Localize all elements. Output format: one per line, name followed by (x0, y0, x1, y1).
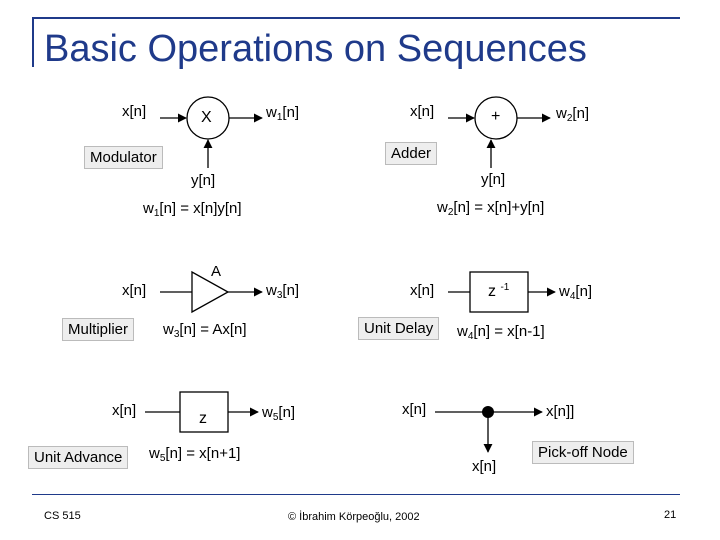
pickoff-name-box: Pick-off Node (532, 441, 634, 464)
adder-side-input-label: y[n] (481, 171, 506, 188)
modulator-symbol: X (201, 109, 212, 126)
footer-page-number: 21 (664, 509, 677, 521)
adder-name-box: Adder (385, 142, 438, 165)
multiplier-output-label: w3[n] (266, 282, 300, 301)
multiplier-triangle (191, 270, 230, 314)
unit-delay-diagram (448, 271, 556, 313)
unit-delay-equation: w4[n] = x[n-1] (452, 321, 550, 342)
multiplier-input-label: x[n] (122, 282, 147, 299)
multiplier-name-box: Multiplier (62, 318, 135, 341)
unit-advance-equation: w5[n] = x[n+1] (144, 443, 246, 464)
adder-diagram (448, 96, 551, 168)
unit-advance-name-box: Unit Advance (28, 446, 129, 469)
adder-input-label: x[n] (410, 103, 435, 120)
unit-advance-diagram (145, 391, 259, 433)
footer-copyright: © İbrahim Körpeoğlu, 2002 (288, 511, 420, 523)
unit-delay-output-label: w4[n] (559, 283, 593, 302)
modulator-diagram (160, 96, 263, 168)
pickoff-input-label: x[n] (402, 401, 427, 418)
unit-delay-name-box: Unit Delay (358, 317, 440, 340)
modulator-input-label: x[n] (122, 103, 147, 120)
modulator-equation: w1[n] = x[n]y[n] (143, 200, 242, 219)
unit-delay-input-label: x[n] (410, 282, 435, 299)
modulator-output-label: w1[n] (266, 104, 300, 123)
footer-line (32, 494, 680, 495)
footer-course: CS 515 (44, 510, 81, 522)
multiplier-equation: w3[n] = Ax[n] (163, 321, 247, 340)
adder-equation: w2[n] = x[n]+y[n] (437, 199, 545, 218)
modulator-side-input-label: y[n] (191, 172, 216, 189)
adder-output-label: w2[n] (556, 105, 590, 124)
pickoff-diagram (435, 406, 543, 453)
modulator-name-box: Modulator (84, 146, 163, 169)
frame-left-line (32, 17, 34, 67)
pickoff-right-output-label: x[n]] (546, 403, 575, 420)
multiplier-gain-label: A (211, 263, 222, 280)
frame-top-line (32, 17, 680, 19)
unit-advance-input-label: x[n] (112, 402, 137, 419)
pickoff-down-output-label: x[n] (472, 458, 497, 475)
multiplier-diagram (160, 270, 263, 314)
unit-advance-box (179, 391, 229, 433)
adder-symbol: + (491, 108, 501, 125)
unit-delay-symbol: z -1 (488, 282, 510, 300)
slide-title: Basic Operations on Sequences (44, 28, 587, 70)
unit-advance-symbol: z (199, 410, 207, 427)
unit-advance-output-label: w5[n] (262, 404, 296, 423)
